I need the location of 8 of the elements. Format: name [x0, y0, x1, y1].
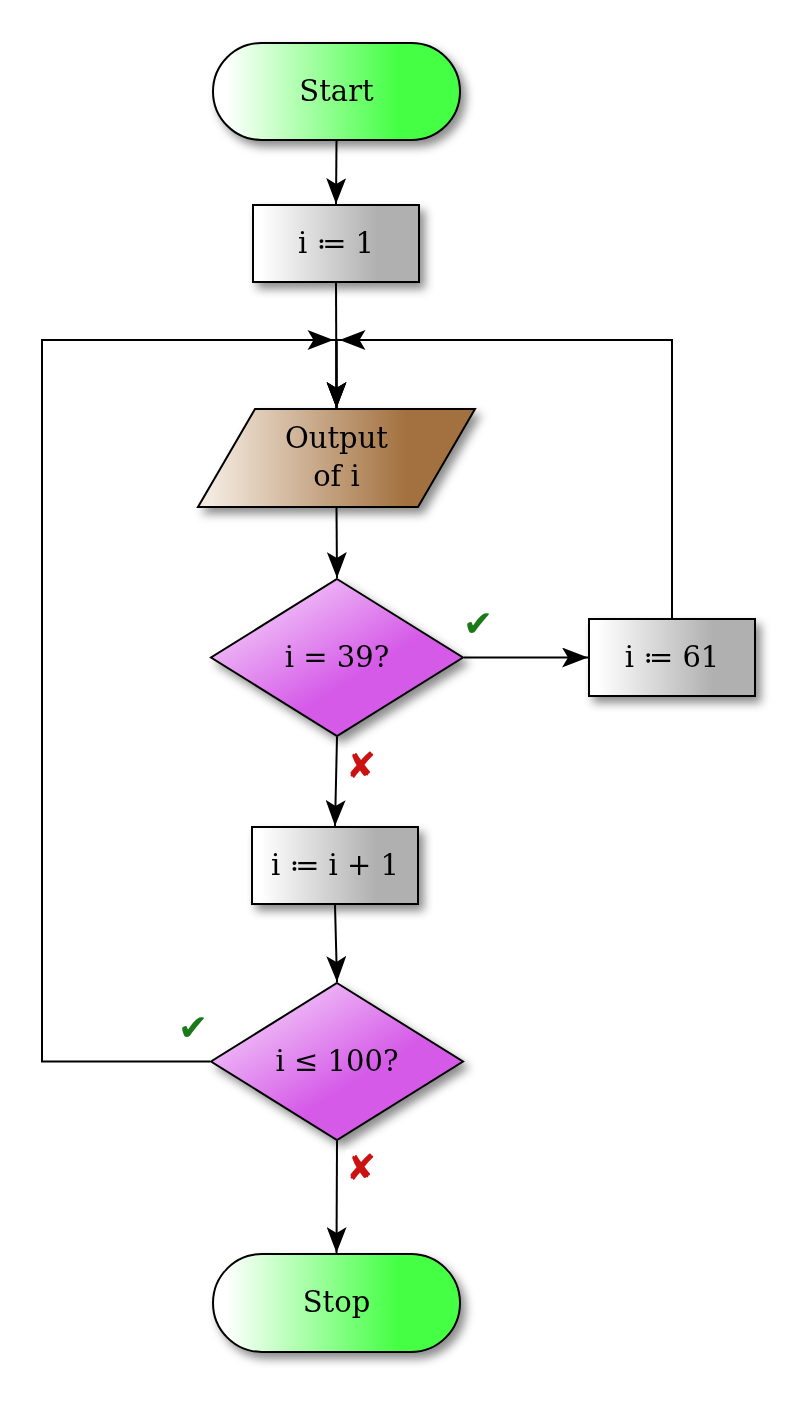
node-label: i = 39?	[283, 638, 391, 676]
node-label: Output of i	[284, 420, 389, 495]
node-label: Start	[298, 72, 375, 110]
node-label: Stop	[301, 1284, 372, 1322]
node-label: i ≤ 100?	[274, 1042, 400, 1080]
node-label: i ≔ i + 1	[269, 846, 401, 884]
node-label: i ≔ 1	[296, 224, 376, 262]
node-label: i ≔ 61	[623, 638, 721, 676]
